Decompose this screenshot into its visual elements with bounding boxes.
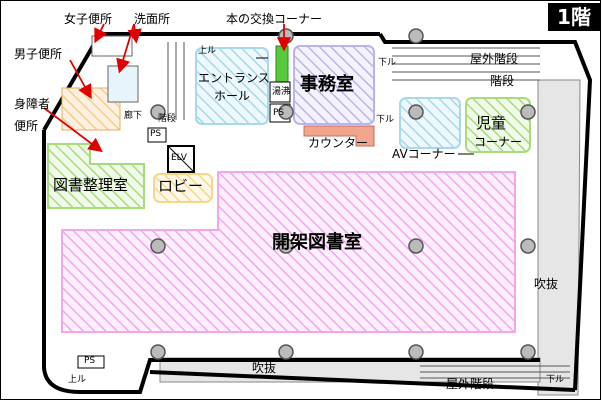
av-corner-area: [399, 97, 461, 149]
ps-box-1: [147, 127, 167, 143]
stairs-center-label: 階段: [158, 114, 177, 124]
entrance-label-2: ホール: [214, 89, 251, 103]
atrium-right-shape: [537, 79, 581, 396]
down-label-1: 下ル: [378, 58, 397, 68]
washroom-area: [107, 65, 139, 103]
stairs-right-label: 階段: [490, 74, 515, 88]
up-label-2: 上ル: [68, 375, 87, 385]
hot-water-box: [269, 81, 291, 103]
mens-toilet-callout: 男子便所: [14, 47, 63, 61]
outdoor-stairs-top-label: 屋外階段: [470, 52, 519, 66]
stairs-bottom: [420, 365, 570, 379]
book-exchange-area: [275, 45, 289, 83]
counter-shape: [303, 125, 375, 147]
counter-label: カウンター: [308, 136, 369, 150]
atrium-bottom-label: 吹抜: [252, 361, 277, 375]
down-label-2: 下ル: [376, 115, 395, 125]
mens-toilet-area: [61, 87, 121, 131]
lobby-area: [153, 173, 213, 203]
lobby-label: ロビー: [158, 177, 204, 195]
leader-lines: [256, 57, 474, 155]
columns: [150, 28, 536, 360]
ps-box-3: [77, 355, 105, 369]
children-corner-area: [465, 97, 531, 153]
ps-label-3: PS: [84, 356, 96, 366]
accessible-callout-1: 身障者: [14, 97, 51, 111]
children-label-2: コーナー: [474, 135, 523, 149]
outer-wall: [42, 32, 593, 394]
corridor-label: 廊下: [124, 111, 143, 121]
washroom-callout: 洗面所: [134, 12, 171, 26]
stairs-center: [167, 42, 185, 120]
callout-arrows: [43, 23, 292, 153]
children-label-1: 児童: [476, 114, 507, 132]
floor-badge: 1階: [548, 3, 600, 31]
elv-label: ELV: [171, 153, 187, 163]
ps-label-1: PS: [150, 129, 162, 139]
atrium-right-label: 吹抜: [534, 277, 559, 291]
stairs-top: [392, 47, 540, 81]
book-exchange-callout: 本の交換コーナー: [226, 12, 323, 26]
entrance-hall-area: [195, 47, 269, 125]
open-stacks-label: 開架図書室: [272, 232, 362, 253]
outdoor-stairs-bottom-label: 屋外階段: [446, 377, 495, 391]
down-label-3: 下ル: [546, 375, 565, 385]
ps-label-2: PS: [273, 108, 285, 118]
womens-toilet-callout: 女子便所: [64, 12, 113, 26]
av-corner-label: AVコーナー: [392, 147, 456, 161]
hot-water-label: 湯沸: [272, 87, 291, 97]
up-label-1: 上ル: [198, 46, 217, 56]
office-label: 事務室: [300, 74, 354, 95]
accessible-callout-2: 便所: [14, 119, 39, 133]
book-sorting-label: 図書整理室: [53, 176, 129, 194]
office-area: [293, 45, 375, 125]
entrance-label-1: エントランス: [198, 71, 270, 85]
